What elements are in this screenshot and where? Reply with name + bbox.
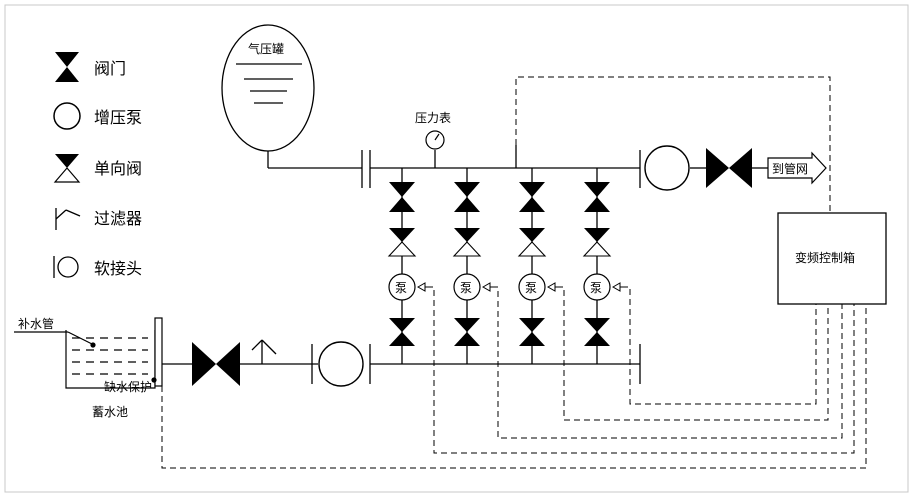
branch-check-valve-icon bbox=[454, 228, 480, 242]
legend-valve-icon bbox=[55, 52, 79, 82]
branch-pump-label: 泵 bbox=[590, 281, 602, 295]
makeup-pipe-label: 补水管 bbox=[18, 316, 54, 331]
branch-check-valve-icon bbox=[517, 241, 547, 257]
branch-check-valve-icon bbox=[387, 241, 417, 257]
branch-bottom-valve-icon bbox=[519, 332, 545, 346]
pressure-gauge-label: 压力表 bbox=[415, 111, 451, 125]
storage-tank bbox=[14, 317, 163, 389]
outlet-soft-joint-icon bbox=[644, 145, 690, 191]
legend-soft-joint-icon bbox=[53, 256, 79, 278]
vfd-control-box-label: 变频控制箱 bbox=[795, 250, 855, 265]
branch-pump-icon bbox=[453, 273, 481, 301]
pump-control-arrow-icon bbox=[416, 282, 426, 292]
branch-check-valve-icon bbox=[584, 228, 610, 242]
legend-pump-icon bbox=[53, 102, 81, 130]
branch-valve-icon bbox=[519, 197, 545, 212]
control-wiring bbox=[161, 76, 867, 469]
branch-bottom-valve-icon bbox=[389, 318, 415, 332]
pump-branch-1: 泵 bbox=[387, 168, 428, 364]
legend-filter-icon bbox=[55, 208, 81, 230]
suction-valve-icon bbox=[192, 342, 240, 386]
legend-valve-label: 阀门 bbox=[94, 59, 126, 78]
pump-control-arrow-icon bbox=[481, 282, 491, 292]
pump-branches: 泵泵泵泵 bbox=[387, 168, 623, 364]
legend-filter-label: 过滤器 bbox=[94, 209, 142, 228]
top-header-pipe bbox=[267, 145, 768, 188]
branch-bottom-valve-icon bbox=[519, 318, 545, 332]
legend-check-valve-icon bbox=[53, 154, 81, 183]
storage-tank-label: 蓄水池 bbox=[92, 405, 128, 419]
branch-valve-icon bbox=[389, 182, 415, 197]
branch-valve-icon bbox=[519, 182, 545, 197]
branch-check-valve-icon bbox=[582, 241, 612, 257]
to-network-arrow: 到管网 bbox=[767, 151, 827, 185]
branch-bottom-valve-icon bbox=[454, 318, 480, 332]
low-water-protection-label: 缺水保护 bbox=[104, 379, 152, 394]
pump-branch-2: 泵 bbox=[452, 168, 493, 364]
vfd-control-box bbox=[777, 212, 887, 305]
suction-soft-joint-icon bbox=[318, 341, 364, 387]
to-network-label: 到管网 bbox=[772, 161, 808, 176]
branch-bottom-valve-icon bbox=[389, 332, 415, 346]
legend: 阀门 增压泵 单向阀 过滤器 软接头 bbox=[53, 52, 142, 278]
legend-soft-joint-label: 软接头 bbox=[94, 259, 142, 278]
branch-bottom-valve-icon bbox=[584, 332, 610, 346]
suction-filter-icon bbox=[251, 339, 277, 364]
branch-pump-label: 泵 bbox=[525, 281, 537, 295]
branch-pump-label: 泵 bbox=[460, 281, 472, 295]
branch-pump-icon bbox=[583, 273, 611, 301]
legend-check-valve-label: 单向阀 bbox=[94, 159, 142, 178]
branch-valve-icon bbox=[584, 197, 610, 212]
branch-valve-icon bbox=[454, 182, 480, 197]
pump-branch-4: 泵 bbox=[582, 168, 623, 364]
branch-check-valve-icon bbox=[519, 228, 545, 242]
branch-check-valve-icon bbox=[389, 228, 415, 242]
branch-valve-icon bbox=[584, 182, 610, 197]
legend-pump-label: 增压泵 bbox=[94, 108, 142, 127]
diagram-border bbox=[4, 4, 909, 493]
branch-bottom-valve-icon bbox=[454, 332, 480, 346]
pressure-gauge-icon bbox=[425, 130, 445, 150]
branch-pump-icon bbox=[388, 273, 416, 301]
branch-check-valve-icon bbox=[452, 241, 482, 257]
outlet-valve-icon bbox=[706, 148, 752, 188]
branch-valve-icon bbox=[454, 197, 480, 212]
branch-pump-label: 泵 bbox=[395, 281, 407, 295]
pump-branch-3: 泵 bbox=[517, 168, 558, 364]
pump-control-arrow-icon bbox=[611, 282, 621, 292]
pump-control-arrow-icon bbox=[546, 282, 556, 292]
branch-pump-icon bbox=[518, 273, 546, 301]
branch-bottom-valve-icon bbox=[584, 318, 610, 332]
suction-pipe bbox=[158, 344, 641, 384]
branch-valve-icon bbox=[389, 197, 415, 212]
pressure-tank-label: 气压罐 bbox=[248, 41, 284, 56]
